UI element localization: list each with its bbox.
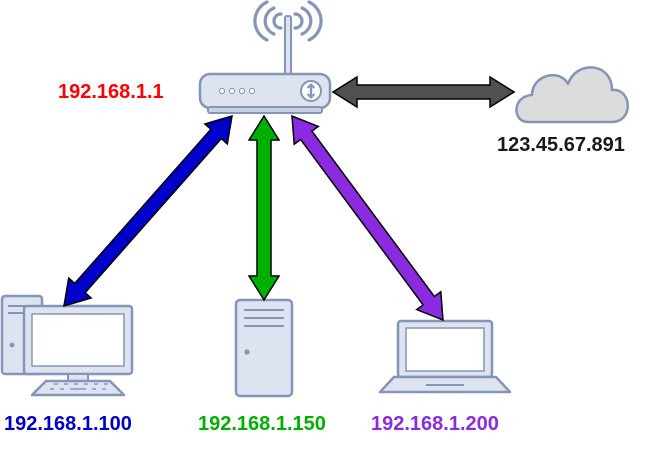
laptop-icon: [378, 319, 512, 394]
laptop-ip-label: 192.168.1.200: [371, 413, 499, 435]
desktop-ip-label: 192.168.1.100: [4, 413, 132, 435]
router-laptop-link-arrow: [291, 114, 444, 322]
server-ip-label: 192.168.1.150: [198, 413, 326, 435]
connection-arrows: [63, 75, 516, 322]
router-icon: [198, 0, 332, 114]
router-internet-link-arrow: [331, 75, 516, 109]
internet-ip-label: 123.45.67.891: [497, 134, 625, 156]
server-tower-icon: [234, 298, 294, 398]
router-desktop-link-arrow: [63, 114, 233, 308]
cloud-icon: [515, 66, 629, 124]
router-ip-label: 192.168.1.1: [58, 81, 164, 103]
router-server-link-arrow: [247, 114, 281, 302]
desktop-computer-icon: [0, 294, 134, 397]
